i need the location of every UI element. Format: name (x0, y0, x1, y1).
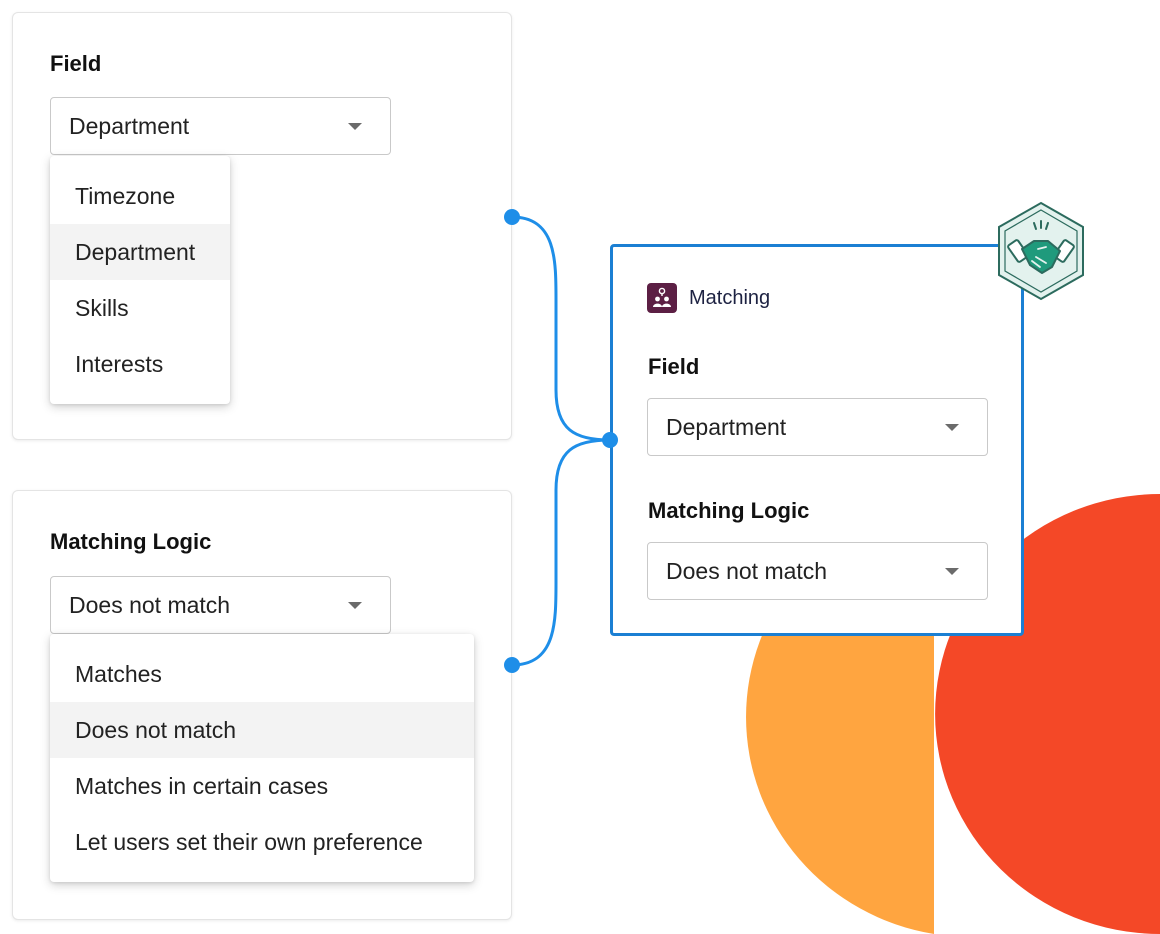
logic-dropdown-menu: Matches Does not match Matches in certai… (50, 634, 474, 882)
matching-card: Matching Field Department Matching Logic… (610, 244, 1024, 636)
chevron-down-icon[interactable] (945, 424, 959, 431)
card-field-value: Department (666, 413, 787, 440)
field-option[interactable]: Timezone (75, 183, 176, 209)
card-logic-label: Matching Logic (648, 498, 810, 523)
chevron-down-icon[interactable] (348, 123, 362, 130)
logic-option[interactable]: Matches in certain cases (75, 773, 329, 799)
people-pin-icon (647, 283, 677, 313)
connector-bottom (511, 438, 611, 667)
connector-dot-top (504, 209, 520, 225)
logic-label: Matching Logic (50, 529, 212, 554)
logic-select-value: Does not match (69, 591, 231, 618)
card-field-label: Field (648, 354, 700, 379)
field-option[interactable]: Skills (75, 295, 129, 321)
field-select[interactable]: Department (50, 97, 391, 155)
connector-top (511, 215, 611, 442)
field-label: Field (50, 51, 102, 76)
connector-dot-bottom (504, 657, 520, 673)
chevron-down-icon[interactable] (348, 602, 362, 609)
logic-option[interactable]: Let users set their own preference (75, 829, 423, 855)
logic-option[interactable]: Matches (75, 661, 162, 687)
handshake-icon (998, 201, 1084, 301)
logic-option-selected[interactable]: Does not match (50, 702, 474, 758)
logic-select[interactable]: Does not match (50, 576, 391, 634)
field-select-value: Department (69, 112, 190, 139)
card-field-select[interactable]: Department (647, 398, 988, 456)
card-logic-select[interactable]: Does not match (647, 542, 988, 600)
card-logic-value: Does not match (666, 557, 828, 584)
connector-dot-card (602, 432, 618, 448)
chevron-down-icon[interactable] (945, 568, 959, 575)
field-option[interactable]: Interests (75, 351, 164, 377)
field-dropdown-menu: Timezone Department Skills Interests (50, 156, 230, 404)
field-option-selected[interactable]: Department (50, 224, 230, 280)
app-name: Matching (689, 287, 771, 309)
